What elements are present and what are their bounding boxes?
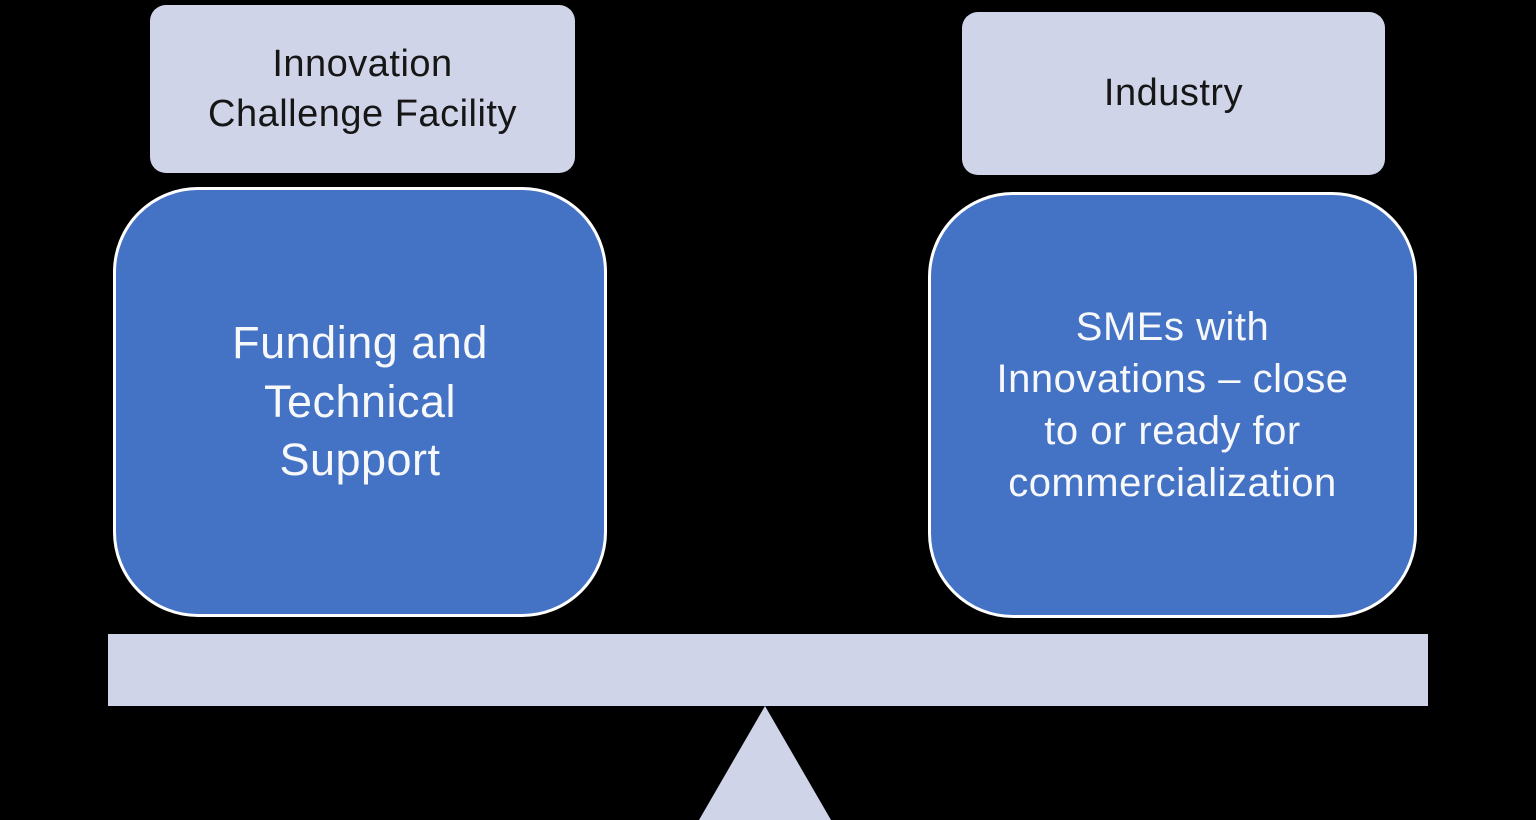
balance-beam xyxy=(108,634,1428,706)
left-pan-text-line: Technical xyxy=(263,375,457,427)
left-pan-text-line: Support xyxy=(279,434,441,486)
right-label-text-line: Industry xyxy=(1103,72,1244,115)
left-label-text-line: Challenge Facility xyxy=(208,93,517,135)
right-label-box: Industry xyxy=(962,12,1385,175)
right-pan-text-line: SMEs with xyxy=(1075,305,1270,349)
right-pan-text-line: to or ready for xyxy=(1044,409,1301,453)
fulcrum-triangle-icon xyxy=(699,706,831,820)
left-pan-box: Funding and Technical Support xyxy=(113,187,607,617)
right-pan-text-line: Innovations – close xyxy=(996,357,1349,401)
left-pan-text-line: Funding and xyxy=(232,317,488,369)
right-pan-box: SMEs with Innovations – close to or read… xyxy=(928,192,1417,618)
right-pan-text-line: commercialization xyxy=(1008,461,1337,505)
left-label-text-line: Innovation xyxy=(272,42,453,85)
left-label-box: Innovation Challenge Facility xyxy=(150,5,575,173)
